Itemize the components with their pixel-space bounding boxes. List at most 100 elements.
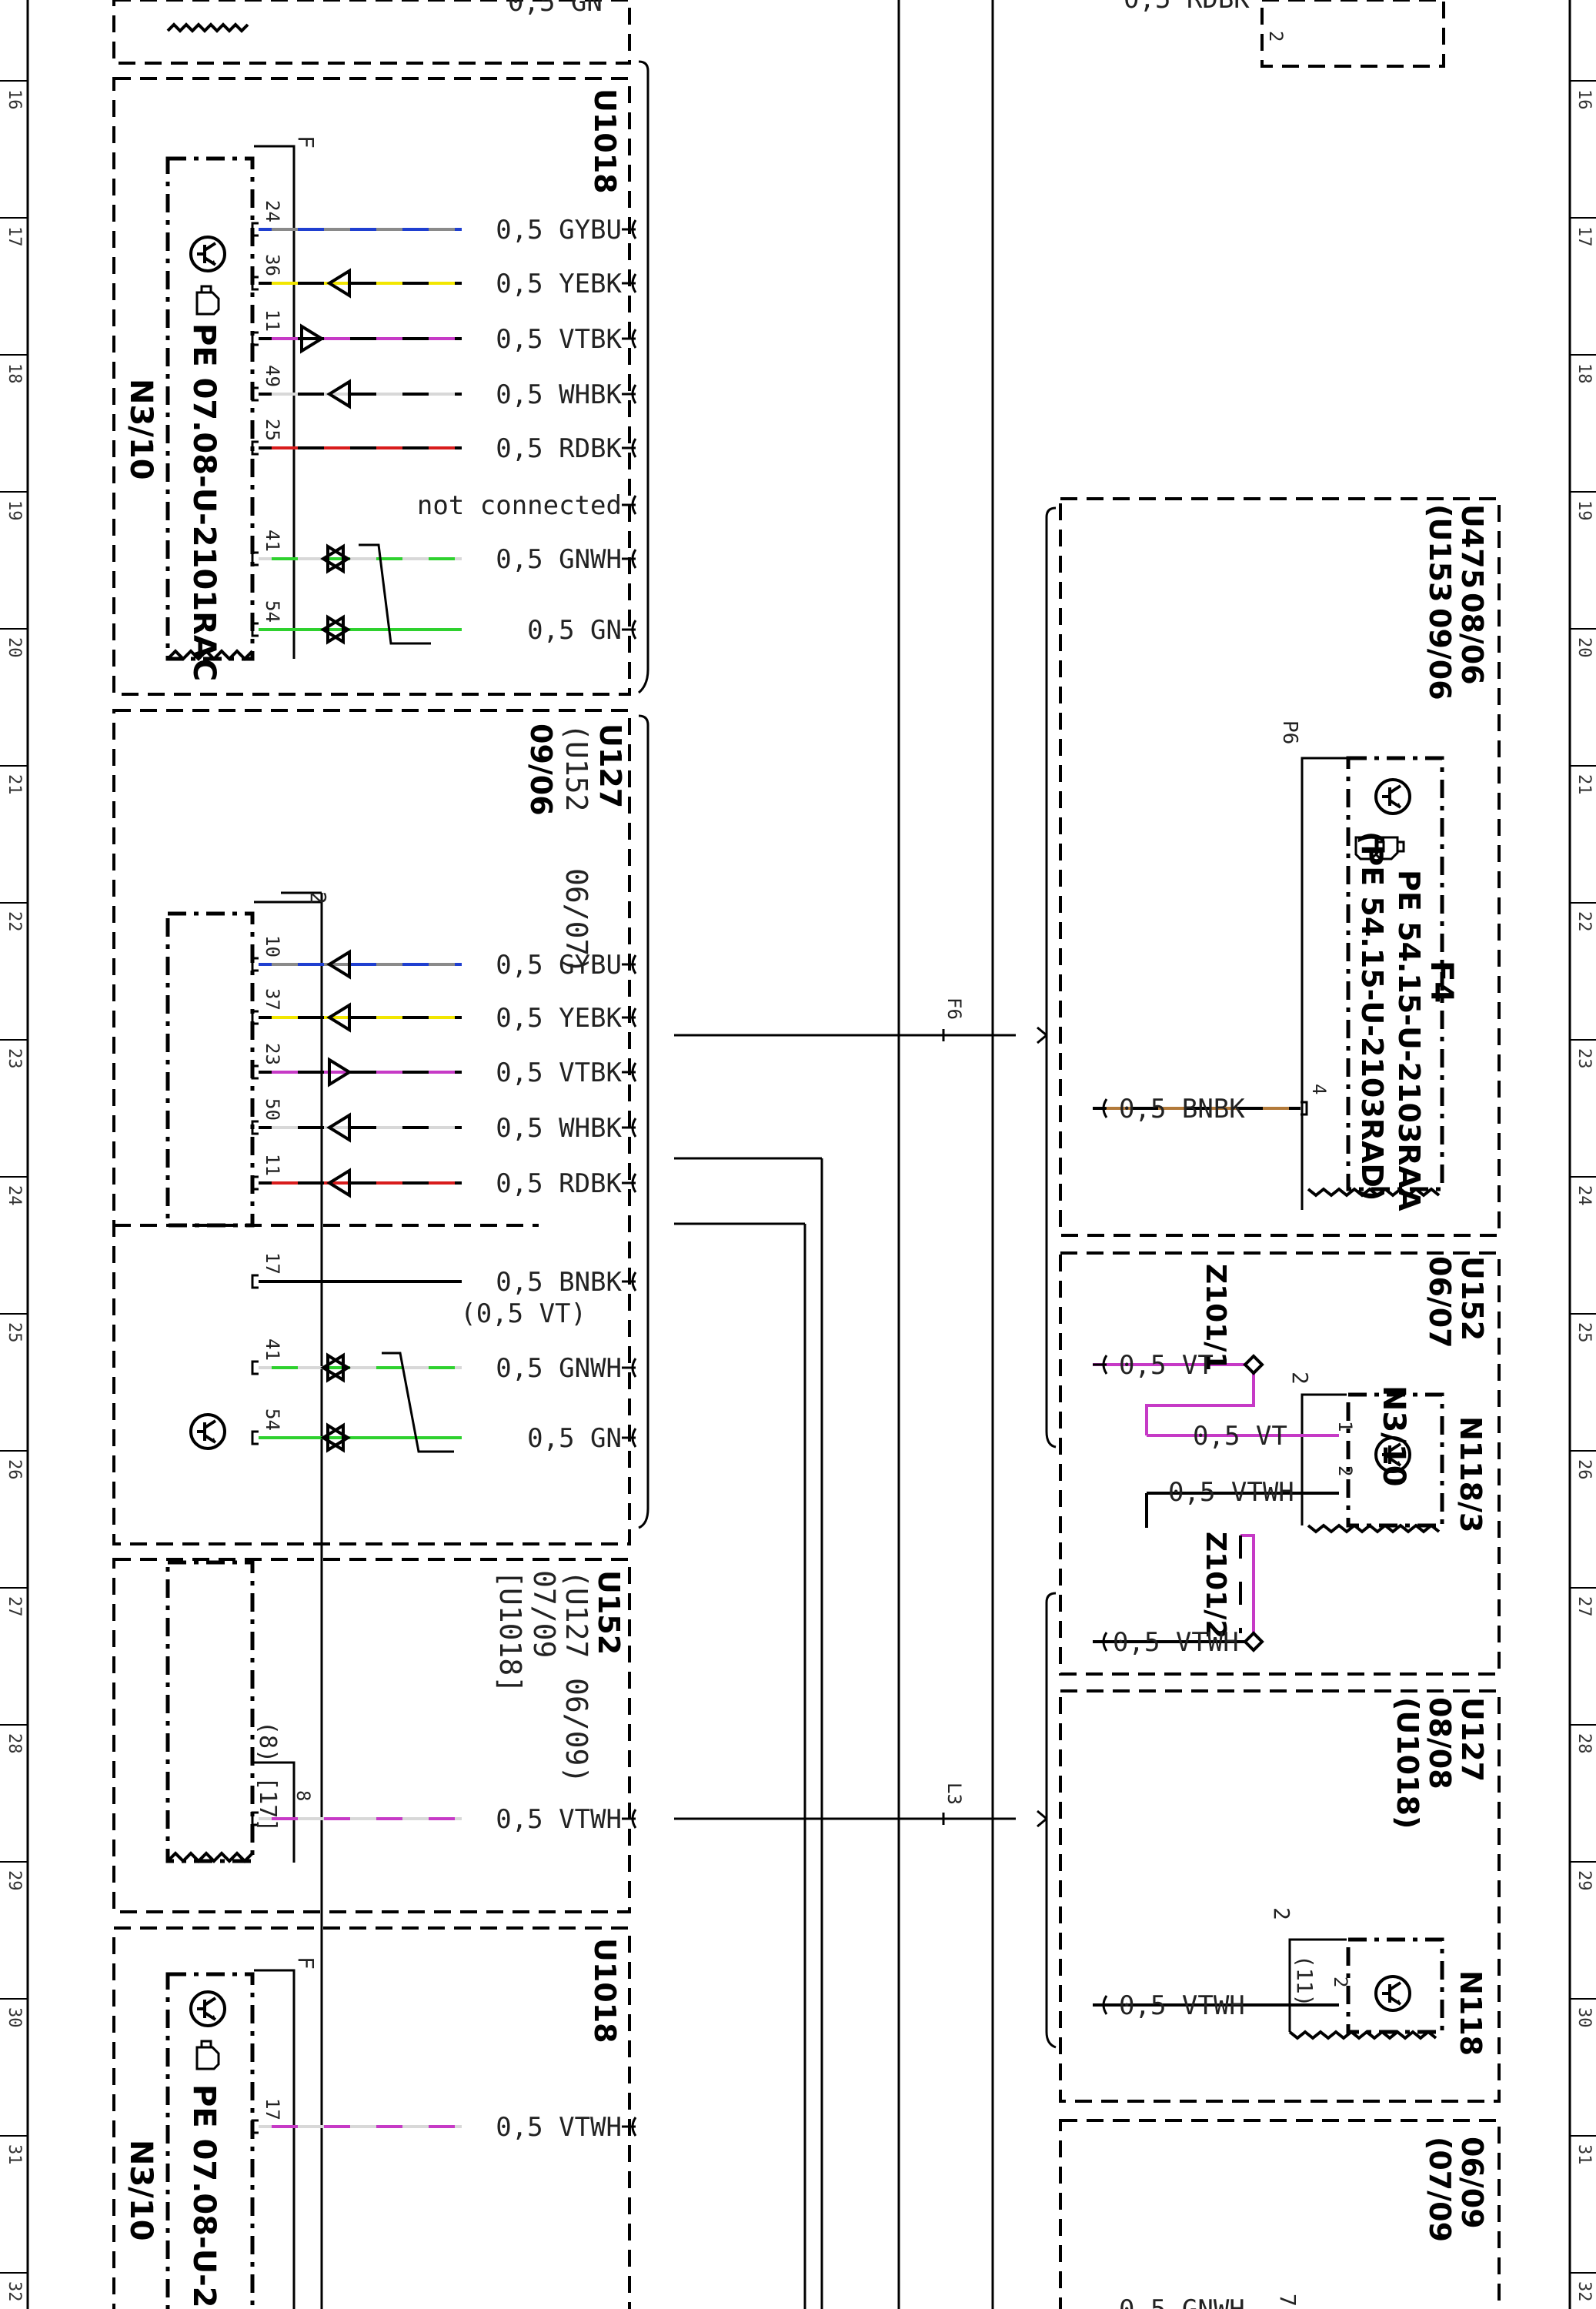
ruler-label: 20	[5, 637, 24, 658]
plug-bars	[254, 145, 1347, 2309]
wire-label: 0,5 GNWH	[496, 544, 622, 575]
label: (07/09	[1423, 2137, 1457, 2242]
pin-label: 36	[262, 254, 283, 276]
pin-label: 23	[262, 1043, 283, 1065]
label: PE 07.08-U-2101RAC	[186, 323, 222, 681]
wire-label: 0,5 VTWH	[496, 1804, 622, 1835]
wire-label: 0,5 VT	[1193, 1421, 1287, 1452]
label: Z101/2	[1200, 1532, 1231, 1639]
label: 06/07	[1423, 1256, 1457, 1348]
label: N3/10	[123, 2140, 159, 2241]
label: 7	[1275, 2294, 1301, 2307]
label: 8	[292, 1790, 314, 1801]
label: 2	[1287, 1372, 1313, 1385]
right-blocks	[1059, 0, 1501, 2309]
ruler-label: 23	[1574, 1048, 1594, 1069]
ruler-label: 31	[5, 2144, 24, 2165]
label: (8) [17]	[254, 1721, 281, 1833]
ruler-label: 18	[5, 363, 24, 384]
hand-pointer-icon	[195, 285, 1405, 2070]
label: N3/10	[123, 379, 159, 480]
label: 09/06	[524, 723, 558, 816]
ruler-label: 28	[5, 1733, 24, 1754]
label: (U127	[559, 1570, 593, 1658]
ruler-label: 23	[5, 1048, 24, 1069]
wire-label: not connected	[417, 490, 622, 521]
label: U475	[1455, 504, 1489, 589]
transistor-icon	[189, 236, 1411, 2027]
wire-label: 0,5 GYBU	[496, 950, 622, 981]
pin-label: 54	[262, 1408, 283, 1431]
wire-label: 0,5 WHBK	[496, 1113, 622, 1144]
label: 06/07)	[559, 868, 593, 974]
wire-label: 0,5 GN	[527, 1423, 622, 1454]
pin-label: 41	[262, 1338, 283, 1361]
wire-label: 0,5 VTWH	[1168, 1477, 1294, 1508]
label: 09/06	[1423, 608, 1457, 700]
label: U152	[1455, 1256, 1489, 1341]
ruler-label: 16	[5, 89, 24, 110]
pin-label: 24	[262, 200, 283, 222]
wire-label: 0,5 VTBK	[496, 324, 622, 355]
ruler-label: 19	[5, 500, 24, 521]
wire-label: 0,5 RDBK	[496, 1168, 622, 1199]
ruler-label: 20	[1574, 637, 1594, 658]
ruler-label: 17	[1574, 226, 1594, 247]
label: 2	[306, 891, 331, 904]
ruler-label: 27	[1574, 1596, 1594, 1617]
ruler-label: 21	[5, 774, 24, 795]
wire-label: 0,5 VTWH	[1113, 1627, 1239, 1658]
wire-label: 0,5 WHBK	[496, 379, 622, 410]
ruler-label: 29	[1574, 1870, 1594, 1891]
pin-label: 54	[262, 600, 283, 623]
label: 1	[1334, 1421, 1356, 1432]
label: U152	[592, 1570, 626, 1655]
label: U127	[1455, 1697, 1489, 1782]
label: 0,5 RDBK	[1124, 0, 1250, 15]
break-marks	[166, 22, 1441, 2040]
pin-label: 41	[262, 530, 283, 552]
wire-label: 0,5 BNBK	[496, 1267, 622, 1298]
ruler-label: 31	[1574, 2144, 1594, 2165]
label: 06/09	[1455, 2137, 1489, 2229]
wire-label: 0,5 GNWH	[496, 1353, 622, 1384]
label: (PE 54.15-U-2103RAD)	[1355, 831, 1389, 1201]
wire-label: 0,5 RDBK	[496, 433, 622, 464]
label: P6	[1278, 720, 1301, 744]
label: [U1018]	[493, 1570, 527, 1693]
label: Z101/1	[1200, 1264, 1231, 1371]
wire-label: 0,5 GNWH	[1119, 2294, 1245, 2309]
ruler-label: 25	[1574, 1322, 1594, 1343]
ruler-label: 30	[5, 2007, 24, 2028]
pin-label: 17	[262, 1252, 283, 1275]
label: 4	[1308, 1084, 1330, 1094]
label: (U153	[1423, 504, 1457, 603]
label: N3/10	[1376, 1385, 1411, 1487]
label: F	[293, 1956, 319, 1970]
ruler-label: 32	[1574, 2281, 1594, 2302]
ruler-label: 30	[1574, 2007, 1594, 2028]
pin-label: 37	[262, 988, 283, 1011]
ruler-label: 32	[5, 2281, 24, 2302]
label: U1018	[588, 89, 622, 194]
wire-label: 0,5 GN	[527, 615, 622, 646]
label: 08/08	[1423, 1697, 1457, 1789]
label: 0,5 GN	[508, 0, 603, 18]
ruler-label: 28	[1574, 1733, 1594, 1754]
ruler-label: 17	[5, 226, 24, 247]
ruler-label: 24	[5, 1185, 24, 1206]
ruler-label: 26	[1574, 1459, 1594, 1480]
label: F4	[1424, 961, 1459, 1003]
wire-label: 0,5 VTWH	[1119, 1990, 1245, 2021]
ruler-label: 22	[1574, 911, 1594, 932]
wire-label: 0,5 VTBK	[496, 1058, 622, 1088]
wire-label: (0,5 VT)	[460, 1298, 586, 1329]
label: 2	[1330, 1977, 1351, 1987]
label: (U1018)	[1391, 1697, 1424, 1829]
label: 2	[1334, 1465, 1356, 1476]
pin-label: 11	[262, 309, 283, 332]
label: 07/09	[527, 1570, 561, 1658]
wire-label: 0,5 VT	[1119, 1350, 1214, 1381]
wire-label: 0,5 VTWH	[496, 2112, 622, 2143]
